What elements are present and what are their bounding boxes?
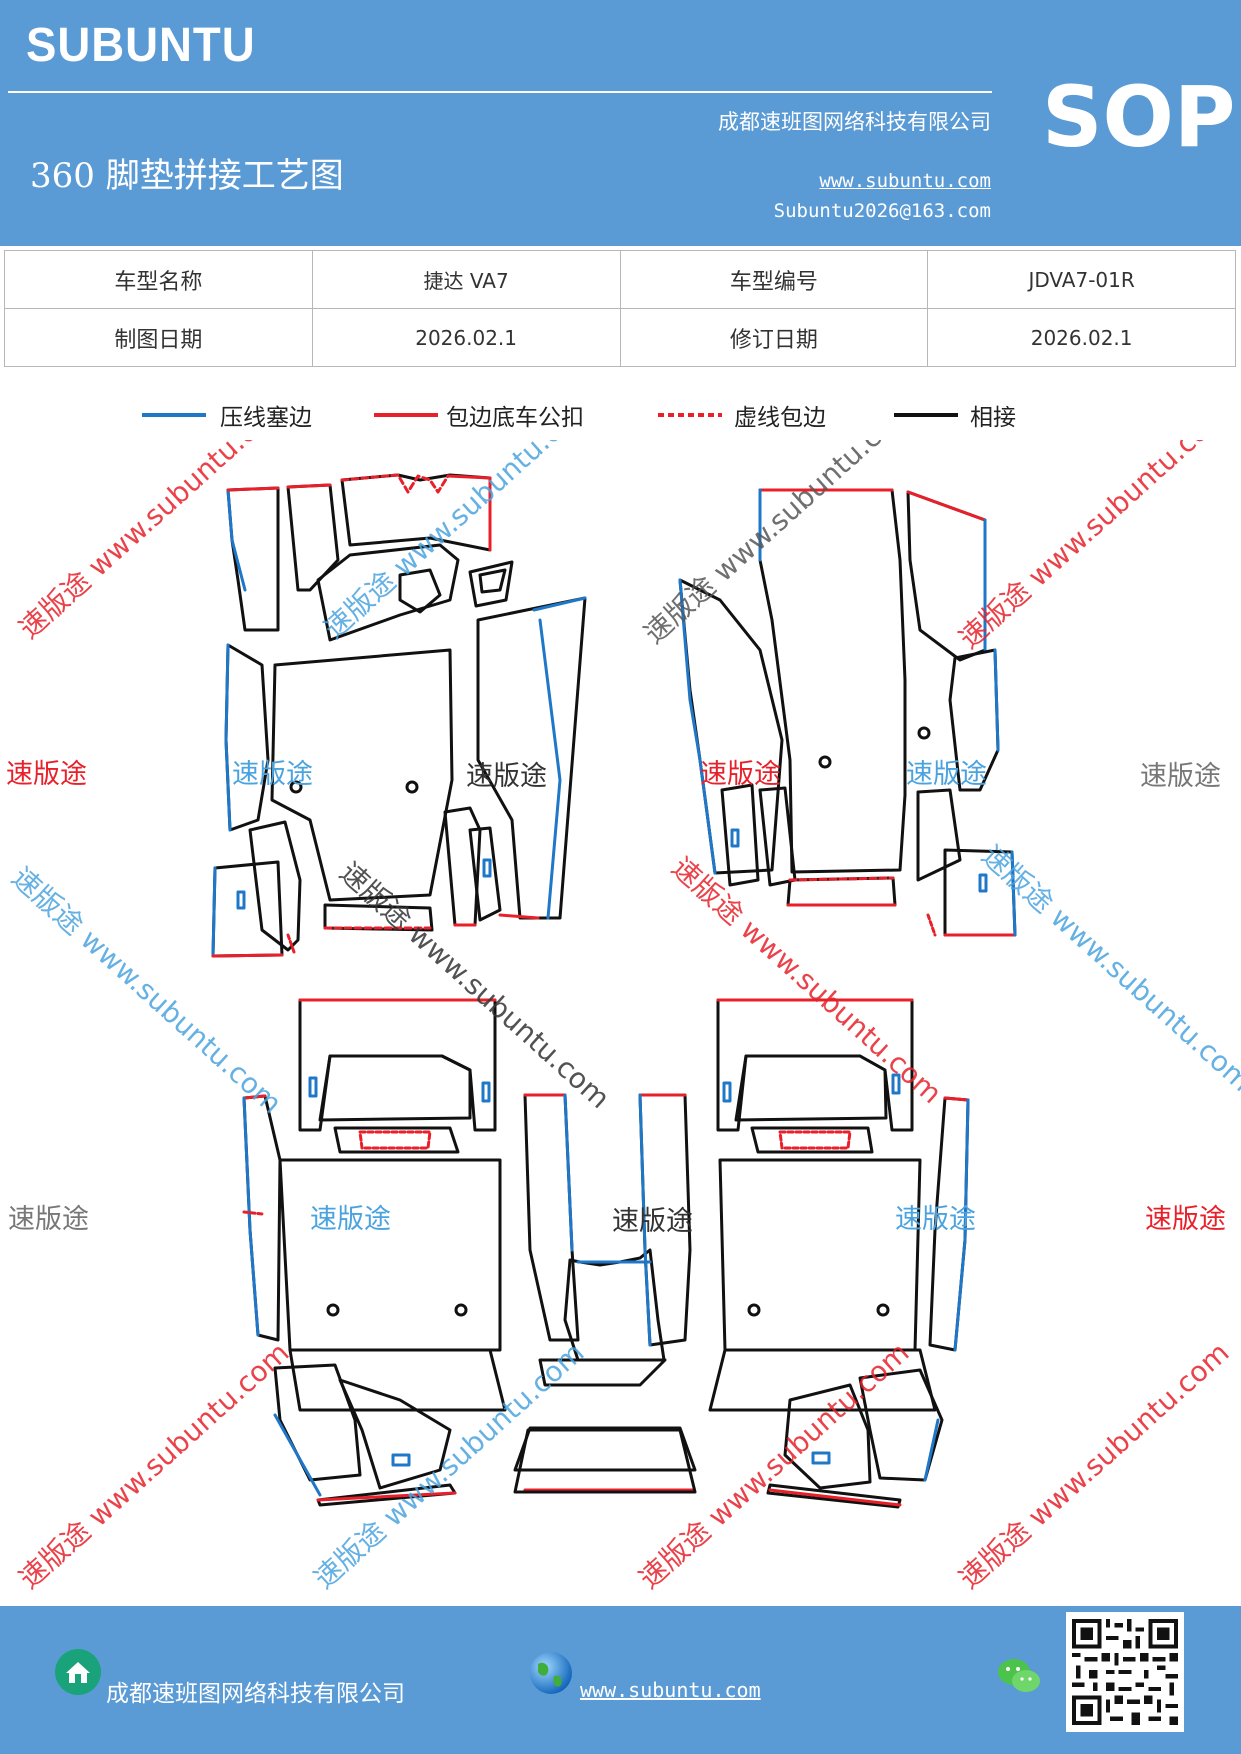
watermark-text: 速版途 <box>700 759 781 790</box>
rear-left-mat-group <box>242 998 580 1507</box>
watermark-text: 速版途 <box>906 759 987 790</box>
watermark-text: 速版途 <box>466 761 547 792</box>
watermark-diagonal: 速版途 www.subuntu.com <box>13 1336 296 1595</box>
legend: 压线塞边 包边底车公扣 虚线包边 相接 <box>0 404 1241 444</box>
legend-swatch-red <box>374 413 438 417</box>
floor-mat-splice-diagram: 速版途 速版途 速版途 速版途 速版途 速版途 速版途 速版途 速版途 速版途 … <box>5 440 1241 1595</box>
watermark-text: 速版途 <box>232 759 313 790</box>
brand-logo-text: SUBUNTU <box>26 19 256 72</box>
table-row: 车型名称 捷达 VA7 车型编号 JDVA7-01R <box>4 250 1236 309</box>
watermark-diagonal: 速版途 www.subuntu.com <box>953 1336 1236 1595</box>
footer-banner: 成都速班图网络科技有限公司 www.subuntu.com <box>0 1606 1241 1754</box>
watermark-diagonal: 速版途 www.subuntu.com <box>633 1336 916 1595</box>
legend-swatch-red-dashed <box>658 413 722 417</box>
model-name-value: 捷达 VA7 <box>311 250 621 309</box>
model-name-label: 车型名称 <box>4 250 313 309</box>
front-right-mat-group <box>678 488 1017 937</box>
watermark-diagonal: 速版途 www.subuntu.com <box>5 861 288 1120</box>
header-website-link[interactable]: www.subuntu.com <box>819 170 991 192</box>
header-email: Subuntu2026@163.com <box>773 200 991 222</box>
watermark-text: 速版途 <box>612 1206 693 1237</box>
watermark-diagonal: 速版途 www.subuntu.com <box>665 851 948 1110</box>
watermark-text: 速版途 <box>1140 761 1221 792</box>
watermark-diagonal: 速版途 www.subuntu.com <box>975 839 1241 1098</box>
diagonal-watermarks: 速版途 www.subuntu.com 速版途 www.subuntu.com … <box>5 440 1241 1595</box>
watermark-text: 速版途 <box>310 1204 391 1235</box>
watermark-diagonal: 速版途 www.subuntu.com <box>333 856 616 1115</box>
table-row: 制图日期 2026.02.1 修订日期 2026.02.1 <box>4 308 1236 367</box>
legend-swatch-blue <box>142 413 206 417</box>
legend-label: 虚线包边 <box>734 405 826 431</box>
horizontal-watermarks: 速版途 速版途 速版途 速版途 速版途 速版途 速版途 速版途 速版途 速版途 … <box>6 759 1226 1237</box>
front-left-mat-group <box>211 473 587 958</box>
header-banner: SUBUNTU 360 脚垫拼接工艺图 成都速班图网络科技有限公司 www.su… <box>0 0 1241 246</box>
wechat-icon[interactable] <box>996 1656 1042 1696</box>
model-code-label: 车型编号 <box>619 250 929 309</box>
qr-code-image <box>1072 1619 1178 1725</box>
watermark-diagonal: 速版途 www.subuntu.com <box>13 440 296 645</box>
rear-right-mat-group <box>638 998 970 1509</box>
header-company-name: 成都速班图网络科技有限公司 <box>718 110 991 134</box>
legend-label: 包边底车公扣 <box>446 405 584 431</box>
watermark-text: 速版途 <box>6 759 87 790</box>
watermark-diagonal: 速版途 www.subuntu.com <box>308 1336 591 1595</box>
draw-date-label: 制图日期 <box>4 308 313 367</box>
center-tunnel-mat-group <box>513 1248 697 1494</box>
header-divider <box>8 91 992 93</box>
footer-website-link[interactable]: www.subuntu.com <box>580 1678 761 1702</box>
revise-date-label: 修订日期 <box>619 308 929 367</box>
legend-label: 相接 <box>970 405 1016 431</box>
model-info-table: 车型名称 捷达 VA7 车型编号 JDVA7-01R 制图日期 2026.02.… <box>4 250 1236 367</box>
footer-company-name: 成都速班图网络科技有限公司 <box>106 1681 405 1707</box>
revise-date-value: 2026.02.1 <box>927 308 1236 367</box>
watermark-text: 速版途 <box>8 1204 89 1235</box>
home-icon <box>55 1649 101 1695</box>
qr-code[interactable] <box>1066 1612 1184 1732</box>
legend-label: 压线塞边 <box>220 405 312 431</box>
draw-date-value: 2026.02.1 <box>311 308 621 367</box>
watermark-text: 速版途 <box>1145 1204 1226 1235</box>
watermark-diagonal: 速版途 www.subuntu.com <box>638 440 921 650</box>
model-code-value: JDVA7-01R <box>927 250 1236 309</box>
legend-swatch-black <box>894 413 958 417</box>
sop-badge: SOP <box>1042 68 1236 166</box>
watermark-diagonal: 速版途 www.subuntu.com <box>953 440 1236 655</box>
page-title: 360 脚垫拼接工艺图 <box>30 156 344 196</box>
globe-icon <box>530 1652 572 1694</box>
watermark-text: 速版途 <box>895 1204 976 1235</box>
